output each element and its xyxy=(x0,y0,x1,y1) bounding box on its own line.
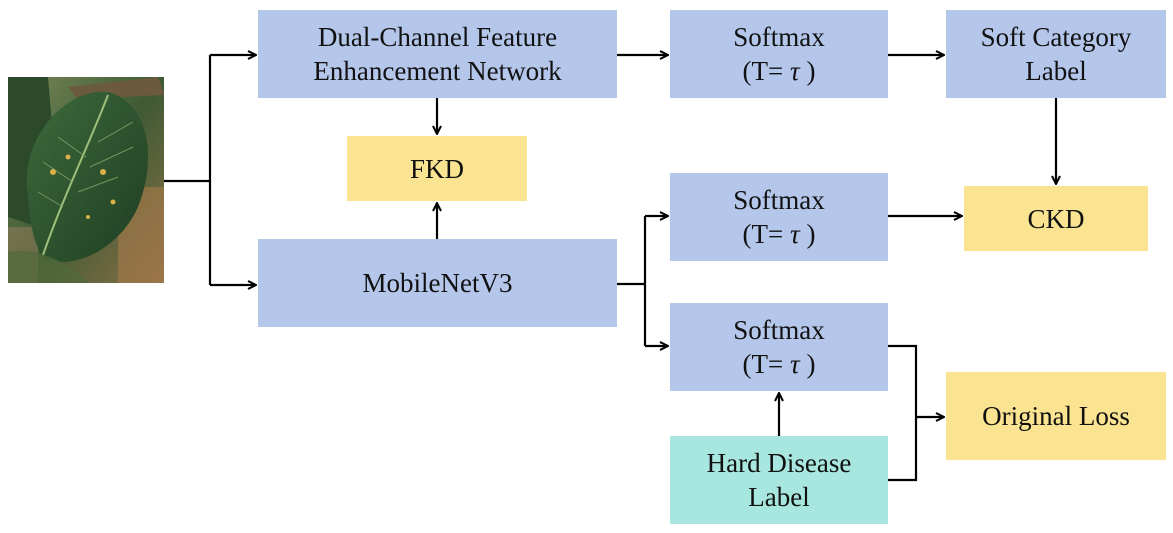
temperature-prefix: (T= xyxy=(742,56,791,86)
softmax-teacher-box: Softmax (T= τ ) xyxy=(670,10,888,98)
temperature-suffix: ) xyxy=(799,349,816,379)
softmax-teacher-temperature: (T= τ ) xyxy=(733,54,825,88)
mobilenetv3-box: MobileNetV3 xyxy=(258,239,617,327)
softmax-student-soft-temperature: (T= τ ) xyxy=(733,217,825,251)
softmax-student-hard-box: Softmax (T= τ ) xyxy=(670,303,888,391)
tau-symbol: τ xyxy=(790,349,800,379)
hard-disease-label-box: Hard Disease Label xyxy=(670,436,888,524)
softmax-student-hard-temperature: (T= τ ) xyxy=(733,347,825,381)
soft-category-label-box: Soft Category Label xyxy=(946,10,1166,98)
ckd-box: CKD xyxy=(964,186,1148,251)
softmax-student-hard-label: Softmax xyxy=(733,315,825,345)
mobilenetv3-label: MobileNetV3 xyxy=(362,268,513,298)
softmax-teacher-label: Softmax xyxy=(733,22,825,52)
loss-merge-connector xyxy=(888,344,918,482)
temperature-suffix: ) xyxy=(799,56,816,86)
tau-symbol: τ xyxy=(790,56,800,86)
original-loss-box: Original Loss xyxy=(946,372,1166,460)
tau-symbol: τ xyxy=(790,219,800,249)
dual-channel-network-box: Dual-Channel Feature Enhancement Network xyxy=(258,10,617,98)
fkd-box: FKD xyxy=(347,136,527,201)
softmax-student-soft-label: Softmax xyxy=(733,185,825,215)
hard-disease-label-text: Hard Disease Label xyxy=(706,448,852,512)
temperature-prefix: (T= xyxy=(742,349,791,379)
fkd-label: FKD xyxy=(409,153,464,184)
original-loss-label: Original Loss xyxy=(982,401,1130,431)
temperature-prefix: (T= xyxy=(742,219,791,249)
ckd-label: CKD xyxy=(1027,203,1085,234)
soft-category-label-text: Soft Category Label xyxy=(980,22,1132,86)
apple-leaf-photo xyxy=(8,77,164,283)
dual-channel-network-label: Dual-Channel Feature Enhancement Network xyxy=(313,22,562,86)
leaf-image xyxy=(8,77,164,283)
softmax-student-soft-box: Softmax (T= τ ) xyxy=(670,173,888,261)
temperature-suffix: ) xyxy=(799,219,816,249)
